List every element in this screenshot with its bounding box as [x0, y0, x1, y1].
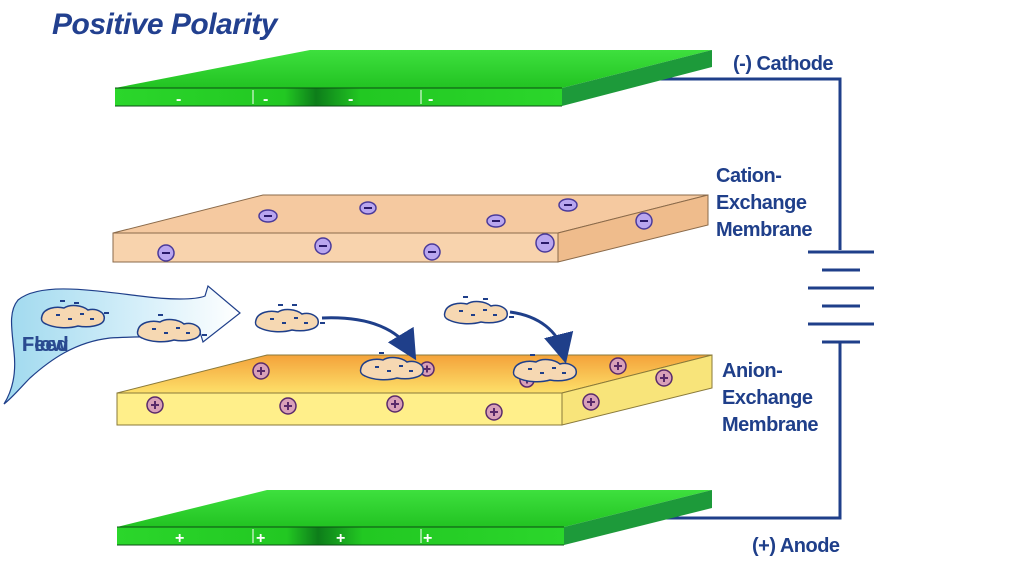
negative-charge: -	[348, 91, 353, 108]
anion-label-line2: Exchange	[722, 387, 813, 409]
cation-exchange-membrane	[112, 194, 709, 263]
anion-membrane-fixed-charges	[146, 357, 673, 421]
negative-ion	[535, 233, 555, 253]
positive-ion	[485, 403, 503, 421]
positive-charge: +	[336, 530, 345, 547]
anode-plate	[117, 490, 712, 546]
circuit-wire	[628, 73, 842, 524]
positive-charge: +	[256, 530, 265, 547]
negative-ion	[635, 212, 653, 230]
negative-ion	[314, 237, 332, 255]
positive-ion	[279, 397, 297, 415]
cation-membrane-fixed-charges	[157, 198, 653, 262]
negative-ion	[359, 201, 377, 215]
negative-charge: -	[176, 91, 181, 108]
positive-ion	[609, 357, 627, 375]
feed-label-line1: Feed	[22, 334, 69, 356]
cation-membrane-label: Cation- Exchange Membrane	[716, 163, 813, 244]
positive-charge: +	[175, 530, 184, 547]
anode-label: (+) Anode	[752, 535, 840, 557]
negative-ion	[558, 198, 578, 212]
positive-ion	[146, 396, 164, 414]
diagram-title: Positive Polarity	[52, 8, 277, 41]
anion-membrane-label: Anion- Exchange Membrane	[722, 358, 819, 439]
foulant-particle	[254, 304, 325, 333]
foulant-particle	[136, 314, 207, 343]
positive-ion	[252, 362, 270, 380]
cathode-plate	[115, 50, 712, 107]
foulant-particle	[512, 354, 577, 383]
feed-label-line2: Flow	[22, 334, 68, 356]
positive-charge: +	[423, 530, 432, 547]
negative-ion	[258, 209, 278, 223]
battery-icon	[808, 250, 874, 344]
cation-label-line3: Membrane	[716, 219, 813, 241]
cation-label-line2: Exchange	[716, 192, 807, 214]
negative-ion	[423, 243, 441, 261]
cathode-charges: - - - -	[176, 91, 433, 108]
migration-arrow	[509, 310, 574, 364]
anion-label-line3: Membrane	[722, 414, 819, 436]
negative-ion	[157, 244, 175, 262]
positive-ion	[582, 393, 600, 411]
positive-ion	[655, 369, 673, 387]
anode-charges: + + + +	[175, 530, 432, 547]
negative-ion	[486, 214, 506, 228]
migration-arrow	[321, 316, 417, 361]
foulant-particle	[443, 296, 514, 325]
negative-charge: -	[263, 91, 268, 108]
cathode-label: (-) Cathode	[733, 53, 834, 75]
anion-label-line1: Anion-	[722, 360, 783, 382]
negative-charge: -	[428, 91, 433, 108]
foulant-particle	[359, 352, 424, 381]
positive-ion	[386, 395, 404, 413]
cation-label-line1: Cation-	[716, 165, 782, 187]
foulant-particle	[40, 300, 109, 329]
